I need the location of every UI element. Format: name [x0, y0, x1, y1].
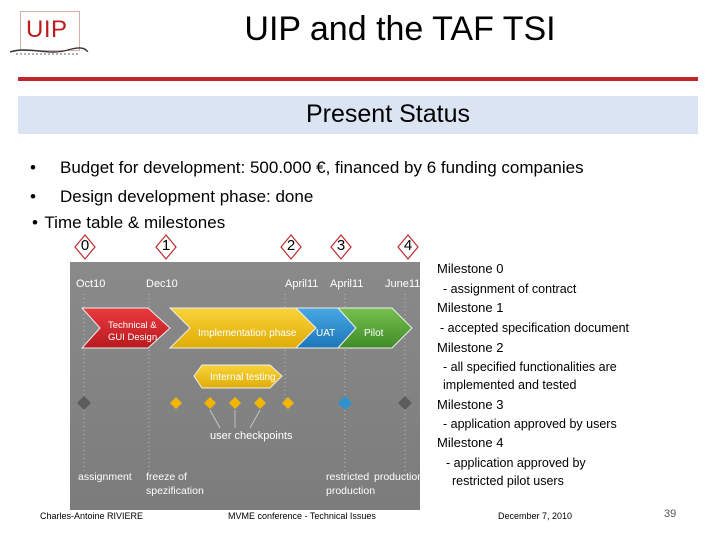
internal-testing-bar [193, 364, 283, 389]
uat-diamond [338, 396, 352, 410]
label-freeze-spec: freeze of spezification [146, 471, 204, 497]
phase-pilot [336, 307, 413, 349]
label-assignment: assignment [78, 471, 132, 483]
slide-title: UIP and the TAF TSI [244, 10, 556, 48]
bullet-design-phase: • Design development phase: done [30, 186, 313, 208]
diamond-icon [74, 234, 96, 260]
timeline-date-dec10: Dec10 [146, 278, 178, 290]
bullet-marker: • [30, 158, 36, 177]
milestone-0-title: Milestone 0 [437, 261, 504, 276]
phase-label-implementation: Implementation phase [198, 328, 297, 339]
milestone-diamond-end [398, 396, 412, 410]
page-number: 39 [664, 508, 677, 520]
milestone-diamond-start [77, 396, 91, 410]
milestone-3-title: Milestone 3 [437, 397, 504, 412]
footer-date: December 7, 2010 [498, 511, 573, 521]
internal-testing-label: Internal testing [210, 372, 276, 383]
milestone-marker-1: 1 [155, 234, 177, 260]
timeline-graphics [77, 294, 413, 472]
bullet-text: Time table & milestones [44, 213, 226, 232]
bullet-timetable: • Time table & milestones [32, 212, 225, 234]
user-checkpoint-diamonds [170, 397, 294, 409]
logo-underline-icon [9, 47, 89, 55]
milestone-marker-2: 2 [280, 234, 302, 260]
title-rule [18, 77, 698, 81]
bullet-budget: • Budget for development: 500.000 €, fina… [30, 157, 584, 179]
milestone-1-title: Milestone 1 [437, 300, 504, 315]
milestone-4-desc-line2: restricted pilot users [452, 474, 564, 488]
logo-box [20, 11, 80, 51]
milestone-guides [83, 294, 406, 472]
footer-author: Charles-Antoine RIVIERE [40, 511, 144, 521]
label-production: production [374, 471, 424, 483]
milestone-4-desc-line1: - application approved by [446, 456, 586, 470]
milestone-3-desc: - application approved by users [443, 417, 617, 431]
bullet-marker: • [30, 187, 36, 206]
label-restricted-production: restricted production [326, 471, 376, 497]
footer-event: MVME conference - Technical Issues [228, 511, 376, 521]
milestone-marker-0: 0 [74, 234, 96, 260]
milestone-2-title: Milestone 2 [437, 340, 504, 355]
diamond-icon [155, 234, 177, 260]
phase-label-uat: UAT [316, 328, 336, 339]
milestone-2-desc-line2: implemented and tested [443, 378, 577, 392]
logo-text: UIP [26, 16, 68, 43]
milestone-marker-4: 4 [397, 234, 419, 260]
checkpoint-connectors [209, 409, 261, 429]
phase-label-technical-design: Technical & GUI Design [108, 320, 158, 343]
uip-logo: UIP [8, 8, 90, 63]
milestone-1-desc: - accepted specification document [440, 321, 629, 335]
section-title: Present Status [306, 100, 470, 128]
milestone-0-desc: - assignment of contract [443, 282, 577, 296]
section-band [18, 96, 698, 134]
bullet-text: Design development phase: done [60, 187, 314, 206]
milestone-marker-3: 3 [330, 234, 352, 260]
timeline-date-april11-a: April11 [285, 278, 319, 290]
timeline-diagram: Oct10 Dec10 April11 April11 June11 Techn… [70, 262, 424, 510]
timeline-date-june11: June11 [385, 278, 421, 290]
diamond-icon [330, 234, 352, 260]
phase-label-pilot: Pilot [364, 328, 384, 339]
diamond-icon [280, 234, 302, 260]
phase-technical-design [80, 307, 171, 349]
milestone-4-title: Milestone 4 [437, 435, 504, 450]
bullet-text: Budget for development: 500.000 €, finan… [60, 158, 584, 177]
milestone-2-desc-line1: - all specified functionalities are [443, 360, 617, 374]
bullet-marker: • [32, 213, 38, 232]
diamond-icon [397, 234, 419, 260]
user-checkpoints-label: user checkpoints [210, 430, 293, 442]
timeline-date-oct10: Oct10 [76, 278, 106, 290]
timeline-date-april11-b: April11 [330, 278, 364, 290]
